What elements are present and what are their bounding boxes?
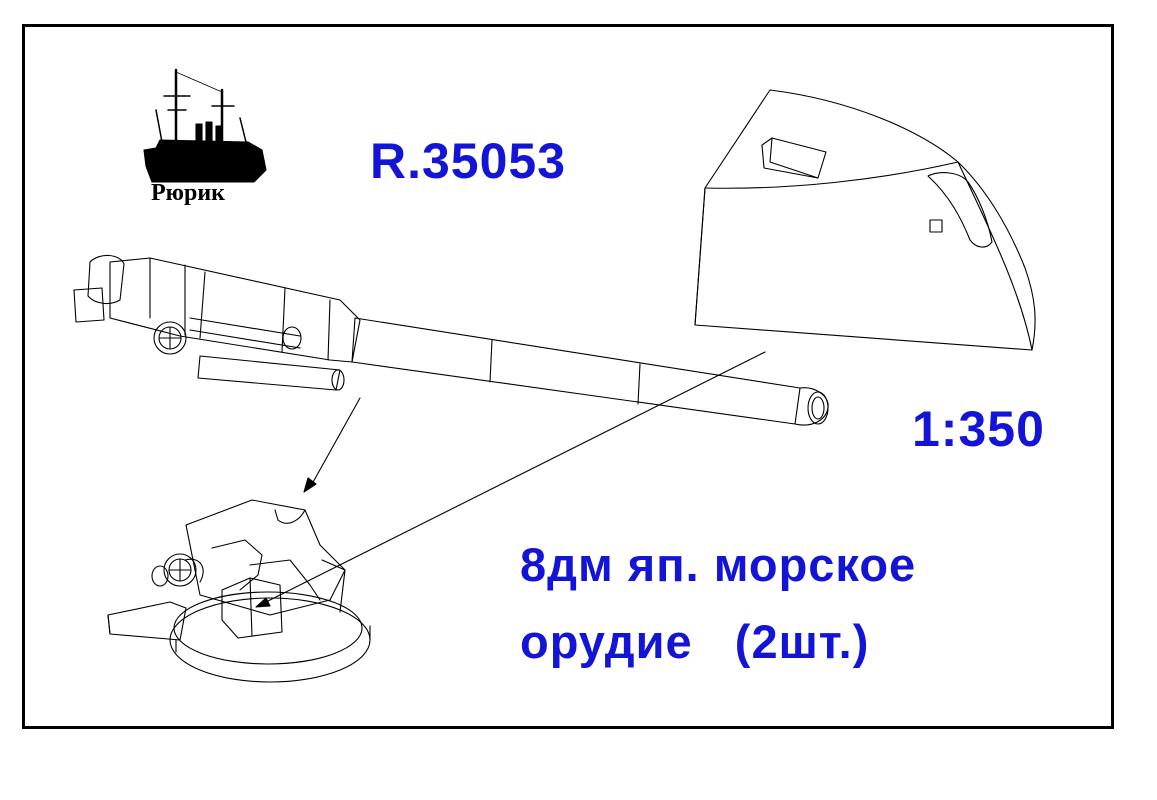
brand-name: Рюрик <box>151 180 226 206</box>
gun-barrel <box>73 254 829 426</box>
description-line-1: 8дм яп. морское <box>520 538 917 591</box>
description-line-2: орудие (2шт.) <box>520 615 870 668</box>
drawing-frame <box>22 24 1114 729</box>
gun-shield <box>694 89 1036 351</box>
product-code: R.35053 <box>370 133 567 189</box>
scale-label: 1:350 <box>912 401 1045 457</box>
assembly-arrows <box>255 351 766 608</box>
cruiser-silhouette-icon <box>143 68 267 183</box>
gun-mount-base <box>107 499 371 683</box>
